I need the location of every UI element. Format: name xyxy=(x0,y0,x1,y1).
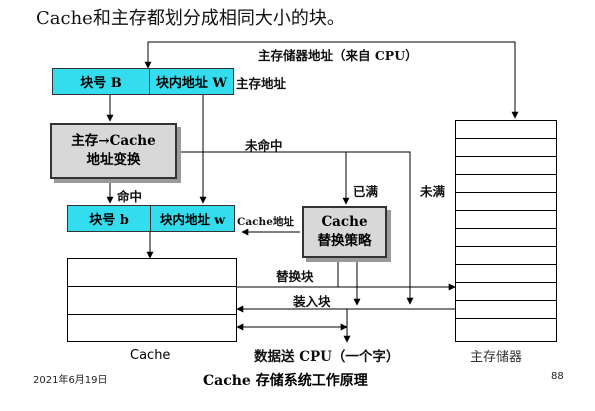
cache-blocks xyxy=(67,258,237,342)
memory-block-row xyxy=(456,283,556,301)
cache-block-row xyxy=(68,259,236,287)
replacement-policy-box: Cache 替换策略 xyxy=(302,206,387,258)
footer-date: 2021年6月19日 xyxy=(33,375,108,386)
memory-block-row xyxy=(456,193,556,211)
memory-block-row xyxy=(456,265,556,283)
cache-address-label: Cache地址 xyxy=(237,216,294,228)
translator-line1: 主存→Cache xyxy=(71,133,156,149)
cache-label: Cache xyxy=(130,348,171,363)
cpu-address-line xyxy=(144,41,519,119)
translator-line2: 地址变换 xyxy=(86,152,141,168)
memory-block-row xyxy=(456,211,556,229)
memory-block-row xyxy=(456,121,556,139)
cache-address-box: 块号 b 块内地址 w xyxy=(67,205,235,232)
slide-heading: Cache和主存都划分成相同大小的块。 xyxy=(36,8,345,29)
policy-line1: Cache xyxy=(321,214,368,230)
main-memory-address-box: 块号 B 块内地址 W xyxy=(52,68,234,95)
address-translator-box: 主存→Cache 地址变换 xyxy=(50,123,177,179)
not-full-label: 未满 xyxy=(420,184,446,199)
memory-block-row xyxy=(456,319,556,339)
main-memory-blocks xyxy=(455,120,557,342)
main-memory-label: 主存储器 xyxy=(470,350,523,365)
memory-block-row xyxy=(456,229,556,247)
load-block-label: 装入块 xyxy=(293,294,331,309)
cache-block-row xyxy=(68,287,236,315)
main-memory-address-label: 主存地址 xyxy=(236,76,287,91)
miss-line xyxy=(178,151,414,305)
data-to-cpu-label: 数据送 CPU（一个字） xyxy=(254,349,400,365)
cache-block-row xyxy=(68,315,236,341)
memory-block-row xyxy=(456,301,556,319)
cpu-address-label: 主存储器地址（来自 CPU） xyxy=(258,48,418,63)
replace-block-label: 替换块 xyxy=(276,269,314,284)
page-number: 88 xyxy=(551,371,564,382)
miss-label: 未命中 xyxy=(245,138,283,153)
block-B-field: 块号 B xyxy=(53,69,150,94)
memory-block-row xyxy=(456,157,556,175)
policy-line2: 替换策略 xyxy=(317,233,372,249)
hit-label: 命中 xyxy=(117,189,143,204)
block-b-field: 块号 b xyxy=(68,206,151,231)
in-block-w-field: 块内地址 w xyxy=(159,212,226,227)
memory-block-row xyxy=(456,175,556,193)
slide-caption: Cache 存储系统工作原理 xyxy=(203,373,368,389)
full-label: 已满 xyxy=(353,184,379,199)
in-block-W-field: 块内地址 W xyxy=(155,76,228,91)
memory-block-row xyxy=(456,247,556,265)
memory-block-row xyxy=(456,139,556,157)
